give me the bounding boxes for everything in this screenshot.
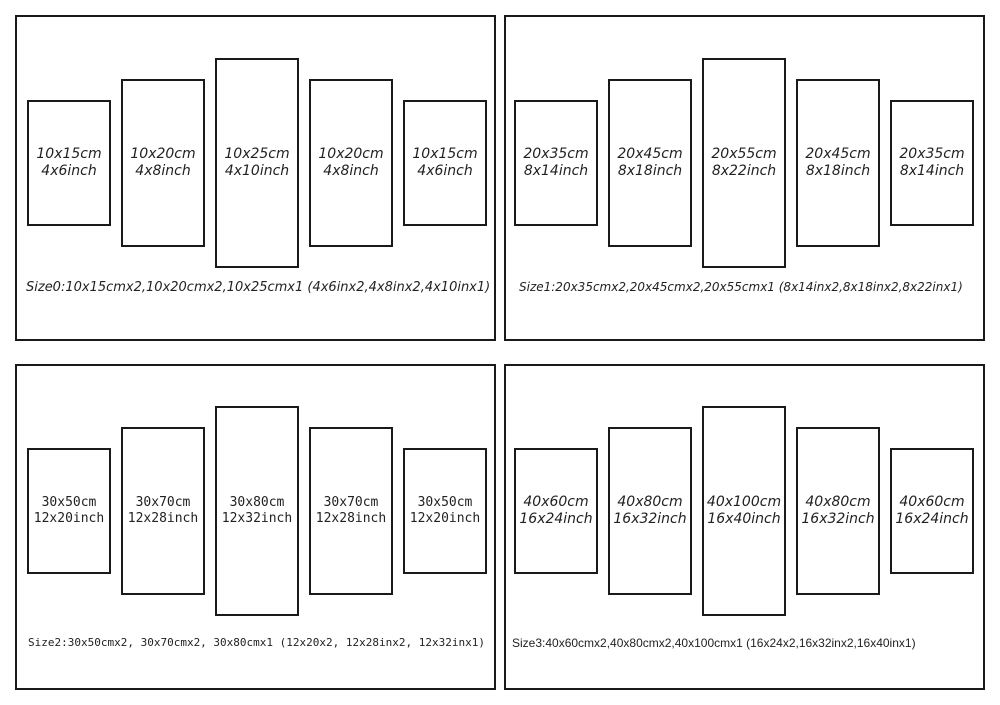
size-caption: Size1:20x35cmx2,20x45cmx2,20x55cmx1 (8x1… [519, 280, 963, 294]
size-cm-label: 40x60cm [523, 493, 589, 510]
panel-small: 10x15cm 4x6inch [403, 100, 487, 226]
panel-small: 30x50cm 12x20inch [27, 448, 111, 574]
size-inch-label: 8x18inch [805, 163, 871, 179]
size-inch-label: 12x28inch [315, 511, 387, 526]
size-cm-label: 20x35cm [899, 145, 965, 162]
panel-medium: 10x20cm 4x8inch [121, 79, 205, 247]
size-cm-label: 10x20cm [130, 145, 196, 162]
size-inch-label: 4x10inch [224, 163, 290, 179]
size2-panel: 30x50cm 12x20inch 30x70cm 12x28inch 30x8… [15, 364, 496, 690]
size-cm-label: 20x35cm [523, 145, 589, 162]
size3-panel: 40x60cm 16x24inch 40x80cm 16x32inch 40x1… [504, 364, 985, 690]
size-cm-label: 40x80cm [805, 493, 871, 510]
size-inch-label: 16x32inch [801, 511, 875, 527]
size-cm-label: 10x25cm [224, 145, 290, 162]
size-inch-label: 8x14inch [523, 163, 589, 179]
size-inch-label: 4x8inch [135, 163, 191, 179]
size-cm-label: 30x70cm [135, 494, 191, 510]
size-inch-label: 4x8inch [323, 163, 379, 179]
size-cm-label: 30x70cm [323, 494, 379, 510]
panel-large: 40x100cm 16x40inch [702, 406, 786, 616]
size1-panel: 20x35cm 8x14inch 20x45cm 8x18inch 20x55c… [504, 15, 985, 341]
size-inch-label: 12x20inch [33, 511, 105, 526]
size-caption: Size2:30x50cmx2, 30x70cmx2, 30x80cmx1 (1… [28, 636, 485, 649]
size-cm-label: 40x100cm [706, 493, 782, 510]
panel-medium: 40x80cm 16x32inch [608, 427, 692, 595]
panel-large: 30x80cm 12x32inch [215, 406, 299, 616]
size-cm-label: 10x15cm [412, 145, 478, 162]
size-inch-label: 8x14inch [899, 163, 965, 179]
panel-small: 10x15cm 4x6inch [27, 100, 111, 226]
size-inch-label: 4x6inch [417, 163, 473, 179]
size-inch-label: 12x20inch [409, 511, 481, 526]
panel-medium: 30x70cm 12x28inch [121, 427, 205, 595]
size-inch-label: 8x22inch [711, 163, 777, 179]
size-cm-label: 40x60cm [899, 493, 965, 510]
panel-large: 20x55cm 8x22inch [702, 58, 786, 268]
size-inch-label: 16x24inch [519, 511, 593, 527]
size-cm-label: 30x50cm [417, 494, 473, 510]
size-cm-label: 40x80cm [617, 493, 683, 510]
panel-small: 20x35cm 8x14inch [514, 100, 598, 226]
panel-medium: 40x80cm 16x32inch [796, 427, 880, 595]
size-cm-label: 20x45cm [617, 145, 683, 162]
size-cm-label: 10x15cm [36, 145, 102, 162]
panel-small: 20x35cm 8x14inch [890, 100, 974, 226]
size-cm-label: 20x55cm [711, 145, 777, 162]
size-cm-label: 20x45cm [805, 145, 871, 162]
size-inch-label: 16x32inch [613, 511, 687, 527]
size-cm-label: 30x50cm [41, 494, 97, 510]
size-inch-label: 8x18inch [617, 163, 683, 179]
size-cm-label: 30x80cm [229, 494, 285, 510]
panel-small: 40x60cm 16x24inch [890, 448, 974, 574]
size0-panel: 10x15cm 4x6inch 10x20cm 4x8inch 10x25cm … [15, 15, 496, 341]
size-caption: Size3:40x60cmx2,40x80cmx2,40x100cmx1 (16… [512, 636, 916, 650]
size-inch-label: 4x6inch [41, 163, 97, 179]
panel-medium: 20x45cm 8x18inch [608, 79, 692, 247]
panel-medium: 20x45cm 8x18inch [796, 79, 880, 247]
size-inch-label: 16x24inch [895, 511, 969, 527]
panel-medium: 10x20cm 4x8inch [309, 79, 393, 247]
panel-small: 40x60cm 16x24inch [514, 448, 598, 574]
size-inch-label: 16x40inch [707, 511, 781, 527]
panel-medium: 30x70cm 12x28inch [309, 427, 393, 595]
panel-small: 30x50cm 12x20inch [403, 448, 487, 574]
panel-large: 10x25cm 4x10inch [215, 58, 299, 268]
size-inch-label: 12x32inch [221, 511, 293, 526]
size-caption: Size0:10x15cmx2,10x20cmx2,10x25cmx1 (4x6… [26, 280, 491, 295]
size-cm-label: 10x20cm [318, 145, 384, 162]
size-inch-label: 12x28inch [127, 511, 199, 526]
